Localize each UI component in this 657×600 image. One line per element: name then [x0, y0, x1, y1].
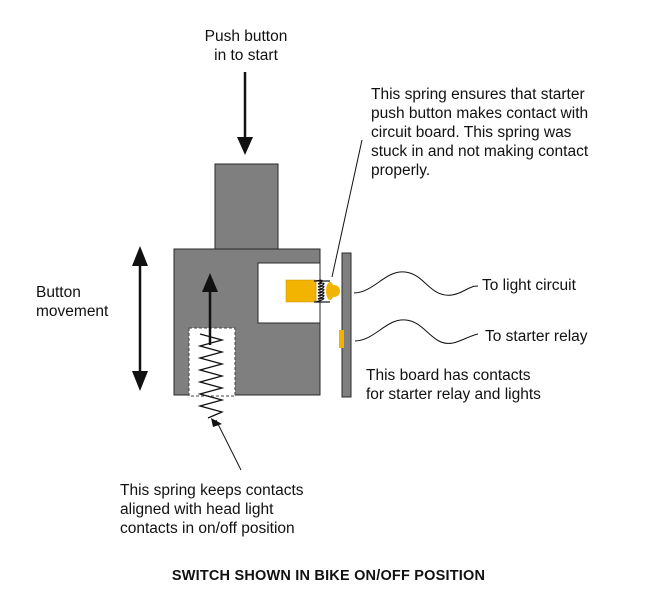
spring-note-line-4: stuck in and not making contact — [371, 143, 589, 160]
spring-note-line-2: push button makes contact with — [371, 105, 589, 122]
push-button-label: Push button in to start — [178, 27, 314, 65]
push-button-line-2: in to start — [214, 47, 278, 64]
wire-light-circuit — [353, 271, 479, 296]
to-starter-relay-label: To starter relay — [485, 328, 588, 345]
spring-force-arrow — [202, 273, 218, 345]
button-movement-label: Button movement — [36, 283, 108, 321]
contact-pin — [285, 279, 340, 303]
board-note-line-1: This board has contacts — [366, 367, 531, 384]
lower-spring-leader — [215, 419, 242, 471]
button-plunger — [214, 163, 279, 250]
spring-note-line-5: properly. — [371, 162, 431, 179]
diagram-title: SWITCH SHOWN IN BIKE ON/OFF POSITION — [171, 568, 486, 584]
wire-starter-relay — [354, 319, 479, 344]
board-note-label: This board has contacts for starter rela… — [366, 366, 541, 404]
push-button-line-1: Push button — [204, 28, 288, 45]
lower-spring-note-line-2: aligned with head light — [120, 501, 274, 518]
lower-spring-note-label: This spring keeps contacts aligned with … — [120, 481, 304, 538]
button-movement-line-2: movement — [36, 303, 109, 320]
lower-spring-note-line-3: contacts in on/off position — [120, 520, 295, 537]
lower-spring — [197, 333, 225, 419]
button-movement-line-1: Button — [36, 284, 81, 301]
spring-note-line-1: This spring ensures that starter — [371, 86, 585, 103]
to-light-circuit-label: To light circuit — [482, 277, 576, 294]
circuit-board — [341, 252, 352, 398]
spring-note-label: This spring ensures that starter push bu… — [371, 85, 588, 180]
board-note-line-2: for starter relay and lights — [366, 386, 541, 403]
lower-spring-note-line-1: This spring keeps contacts — [120, 482, 304, 499]
push-arrow — [237, 72, 253, 155]
spring-note-leader — [331, 139, 363, 278]
starter-contact — [339, 330, 344, 348]
spring-note-line-3: circuit board. This spring was — [371, 124, 572, 141]
button-movement-arrow — [132, 246, 148, 391]
